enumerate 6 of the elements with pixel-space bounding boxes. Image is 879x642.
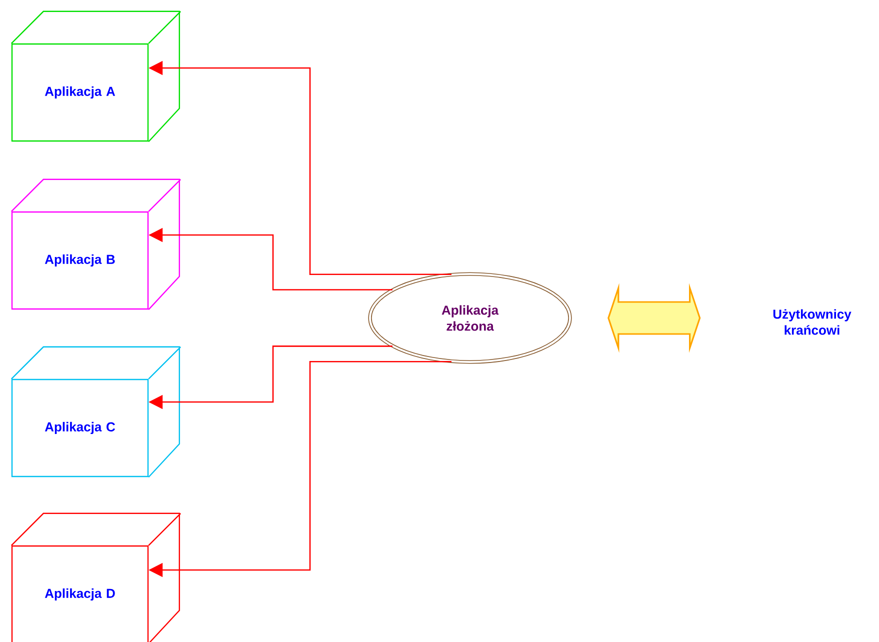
cube-box: Aplikacja D xyxy=(10,512,182,642)
cube-box: Aplikacja B xyxy=(10,178,182,310)
cube-box: Aplikacja A xyxy=(10,10,182,142)
text-label: Użytkownicy krańcowi xyxy=(773,309,852,335)
double-block-arrow xyxy=(608,283,701,353)
cube-box: Aplikacja C xyxy=(10,346,182,478)
